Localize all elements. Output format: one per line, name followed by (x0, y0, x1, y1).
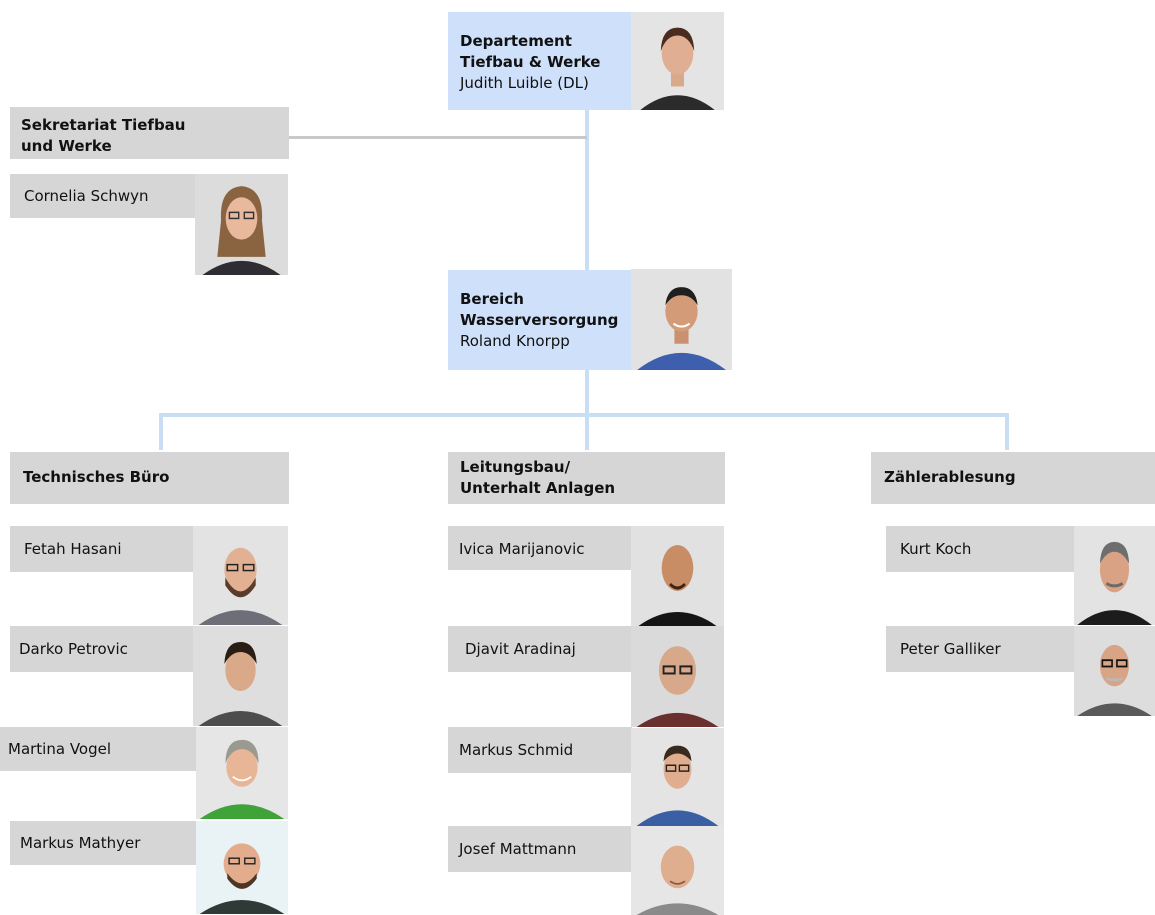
member-box (448, 526, 632, 570)
member-photo (193, 626, 288, 726)
member-name: Markus Mathyer (20, 834, 141, 852)
member-photo (196, 821, 288, 914)
member-name: Fetah Hasani (24, 540, 122, 558)
member-name: Ivica Marijanovic (459, 540, 585, 558)
member-photo (1074, 626, 1155, 716)
department-title-line1: Departement (460, 32, 572, 50)
member-box (886, 526, 1074, 572)
team-leitungsbau-title-line1: Leitungsbau/ (460, 458, 571, 476)
team-technisches-buero-title: Technisches Büro (23, 468, 170, 486)
secretariat-person-photo (195, 174, 288, 275)
member-box (448, 826, 632, 872)
member-box (886, 626, 1074, 672)
department-box: Departement Tiefbau & Werke Judith Luibl… (448, 12, 632, 110)
team-leitungsbau-box: Leitungsbau/ Unterhalt Anlagen (448, 452, 725, 504)
area-title-line2: Wasserversorgung (460, 311, 619, 329)
secretariat-title-line1: Sekretariat Tiefbau (21, 116, 186, 134)
member-name: Martina Vogel (8, 740, 112, 758)
member-photo (631, 626, 724, 727)
connector-team-3 (1005, 413, 1009, 450)
team-technisches-buero-box: Technisches Büro (10, 452, 289, 504)
team-zaehlerablesung-title: Zählerablesung (884, 468, 1016, 486)
member-photo (631, 728, 724, 826)
member-photo (631, 826, 724, 915)
member-photo (631, 526, 724, 626)
department-head-photo (631, 12, 724, 110)
member-box (10, 526, 196, 572)
connector-horizontal-teams (159, 413, 1009, 417)
member-photo (1074, 526, 1155, 625)
department-title-line2: Tiefbau & Werke (460, 53, 601, 71)
connector-dept-to-area (585, 110, 589, 270)
area-head-photo (631, 269, 732, 370)
team-leitungsbau-title-line2: Unterhalt Anlagen (460, 479, 616, 497)
member-box (0, 727, 196, 771)
member-box (448, 727, 632, 773)
member-box (10, 626, 196, 672)
connector-secretariat (288, 136, 587, 139)
connector-area-down (585, 370, 589, 415)
area-box: Bereich Wasserversorgung Roland Knorpp (448, 270, 632, 370)
secretariat-person-box (10, 174, 196, 218)
secretariat-title-line2: und Werke (21, 137, 112, 155)
department-head-name: Judith Luible (DL) (460, 74, 589, 92)
member-name: Peter Galliker (900, 640, 1001, 658)
member-name: Djavit Aradinaj (465, 640, 576, 658)
secretariat-person-name: Cornelia Schwyn (24, 187, 149, 205)
member-photo (196, 727, 288, 819)
member-box (10, 821, 196, 865)
secretariat-title-box: Sekretariat Tiefbau und Werke (10, 107, 289, 159)
member-name: Markus Schmid (459, 741, 574, 759)
member-name: Darko Petrovic (19, 640, 128, 658)
connector-team-1 (159, 413, 163, 450)
member-name: Kurt Koch (900, 540, 972, 558)
member-photo (193, 526, 288, 625)
member-box (448, 626, 632, 672)
area-head-name: Roland Knorpp (460, 332, 570, 350)
area-title-line1: Bereich (460, 290, 524, 308)
member-name: Josef Mattmann (459, 840, 577, 858)
connector-team-2 (585, 413, 589, 450)
team-zaehlerablesung-box: Zählerablesung (871, 452, 1155, 504)
